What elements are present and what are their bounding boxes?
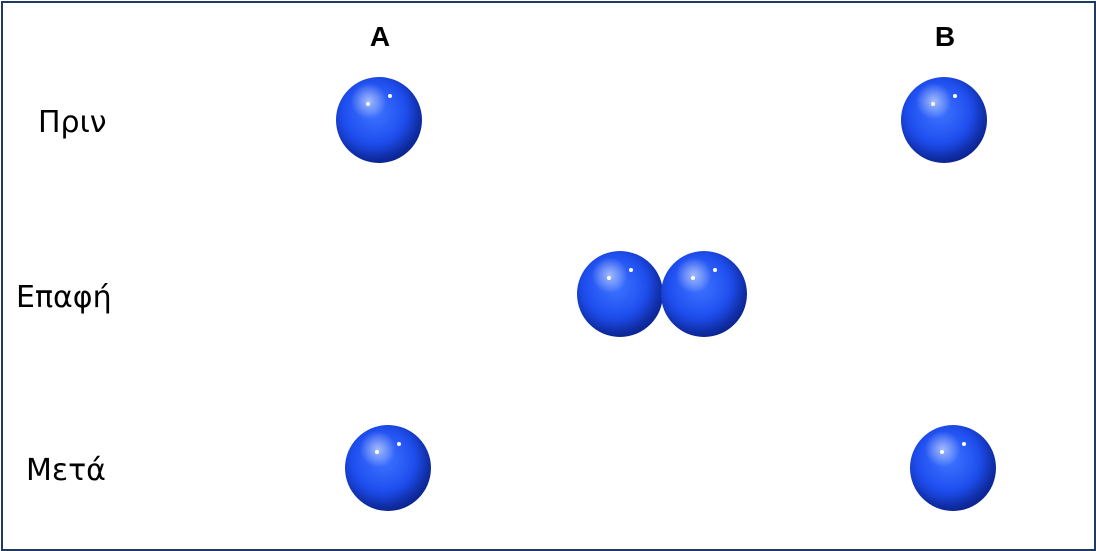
row-label-before: Πριν bbox=[38, 105, 107, 140]
ball-b-contact bbox=[661, 251, 747, 337]
ball-a-contact bbox=[577, 251, 663, 337]
ball-a-before bbox=[336, 77, 422, 163]
ball-a-after bbox=[345, 425, 431, 511]
column-label-b: B bbox=[934, 21, 956, 52]
ball-b-before bbox=[901, 77, 987, 163]
row-label-contact: Επαφή bbox=[16, 280, 112, 315]
row-label-after: Μετά bbox=[26, 453, 106, 488]
ball-b-after bbox=[910, 425, 996, 511]
column-label-a: A bbox=[369, 21, 391, 52]
